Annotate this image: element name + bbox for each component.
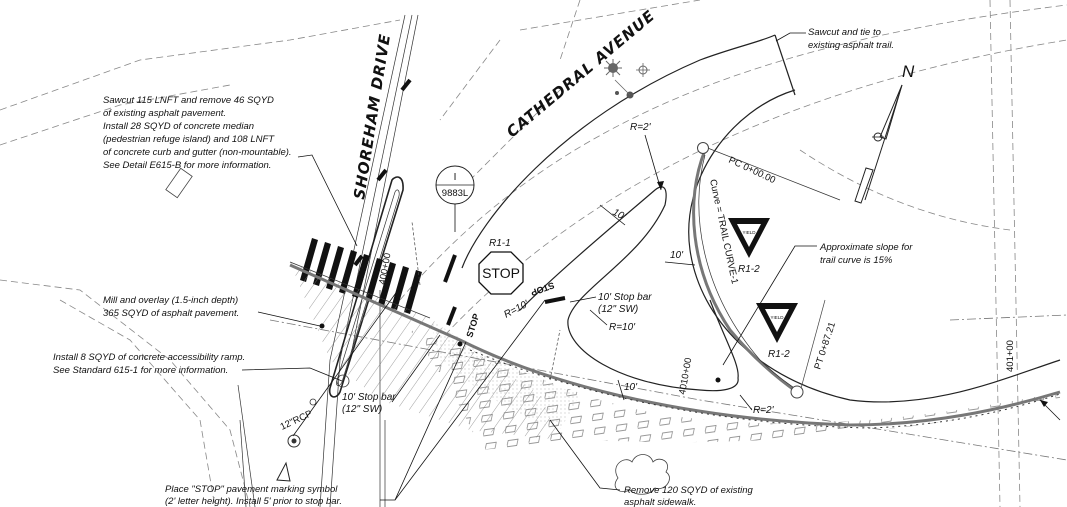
pt-station: PT 0+87.21 (812, 321, 838, 371)
triangle-marker (276, 461, 291, 482)
svg-text:asphalt sidewalk.: asphalt sidewalk. (624, 497, 696, 507)
north-arrow: N (854, 62, 915, 204)
svg-text:trail curve is 15%: trail curve is 15% (820, 255, 893, 266)
stop-bar-right-1: 10' Stop bar (598, 292, 652, 303)
ped-sign-top: I (454, 172, 457, 183)
curve-label: Curve = TRAIL CURVE-1 (707, 178, 740, 285)
arrow-head-right (1040, 400, 1048, 407)
median-nose-markers (309, 323, 721, 406)
note-mill-overlay: Mill and overlay (1.5-inch depth) 365 SQ… (103, 295, 321, 327)
svg-text:(pedestrian refuge island) and: (pedestrian refuge island) and 108 LNFT (103, 134, 275, 145)
r2-top-label: R=2' (630, 122, 652, 133)
cathedral-avenue-label: CATHEDRAL AVENUE (503, 6, 659, 141)
svg-text:Remove 120 SQYD of existing: Remove 120 SQYD of existing (624, 485, 754, 496)
note-sawcut-median: Sawcut 115 LNFT and remove 46 SQYD of ex… (103, 95, 358, 247)
stop-marking-right: STOP (529, 280, 555, 298)
svg-text:Sawcut and tie to: Sawcut and tie to (808, 27, 881, 38)
svg-text:Place "STOP" pavement marking: Place "STOP" pavement marking symbol (165, 484, 338, 495)
stop-bar-left-1: 10' Stop bar (342, 392, 396, 403)
r1-2-code-a: R1-2 (738, 264, 760, 275)
svg-text:(2' letter height). Install 5': (2' letter height). Install 5' prior to … (165, 496, 342, 507)
r10-label-b: R=10' (502, 298, 531, 320)
svg-text:Sawcut 115 LNFT and remove 46: Sawcut 115 LNFT and remove 46 SQYD (103, 95, 274, 106)
svg-text:Install 28 SQYD of concrete me: Install 28 SQYD of concrete median (103, 121, 254, 132)
stop-bar-left-2: (12" SW) (342, 404, 382, 415)
r10-label-a: R=10' (609, 322, 636, 333)
r1-2-code-b: R1-2 (768, 349, 790, 360)
fence-line (469, 349, 1061, 429)
svg-text:Approximate slope for: Approximate slope for (819, 242, 913, 253)
station-401: 401+00 (1005, 340, 1016, 372)
width-10-label-c: 10' (624, 382, 638, 393)
stop-sign-text: STOP (482, 265, 520, 281)
r1-1-code: R1-1 (489, 238, 511, 249)
r2-bottom-label: R=2' (753, 405, 775, 416)
svg-text:Mill and overlay (1.5-inch dep: Mill and overlay (1.5-inch depth) (103, 295, 238, 306)
pc-station: PC 0+00.00 (727, 155, 777, 186)
svg-text:of concrete curb and gutter (n: of concrete curb and gutter (non-mountab… (103, 147, 292, 158)
station-400: 400+00 (377, 252, 393, 285)
station-lines (411, 144, 841, 393)
rcp-label: 12"RCP (279, 408, 314, 432)
stop-marking-left: STOP (464, 312, 481, 338)
ped-sign-callout: I 9883L (435, 165, 475, 232)
pc-marker (697, 142, 709, 154)
yield-text-a: YIELD (742, 230, 756, 235)
svg-text:of existing asphalt pavement.: of existing asphalt pavement. (103, 108, 226, 119)
stop-bar-right-2: (12" SW) (598, 304, 638, 315)
note-stop-symbol: Place "STOP" pavement marking symbol (2'… (165, 299, 546, 507)
ped-sign-number: 9883L (442, 188, 468, 199)
svg-text:365 SQYD of asphalt pavement.: 365 SQYD of asphalt pavement. (103, 308, 239, 319)
sidewalk-removal-area (410, 330, 1060, 450)
svg-text:existing asphalt trail.: existing asphalt trail. (808, 40, 894, 51)
stop-sign-r1-1: R1-1 STOP (478, 238, 524, 295)
crosswalk-markings (289, 238, 431, 319)
svg-text:Install 8 SQYD of concrete acc: Install 8 SQYD of concrete accessibility… (53, 352, 245, 363)
note-sawcut-tie: Sawcut and tie to existing asphalt trail… (775, 27, 894, 51)
lane-dash-marks (353, 78, 566, 326)
stop-bar-labels: 10' Stop bar (12" SW) 10' Stop bar (12" … (342, 292, 652, 415)
yield-text-b: YIELD (770, 315, 784, 320)
trail-edge-line (289, 263, 1061, 427)
light-symbols (604, 59, 650, 99)
note-ramp: Install 8 SQYD of concrete accessibility… (53, 289, 399, 437)
note-remove-sidewalk: Remove 120 SQYD of existing asphalt side… (549, 419, 754, 507)
shrub-symbol (614, 454, 670, 495)
catch-basin-marker (287, 434, 301, 448)
width-10-label-b: 10' (670, 250, 684, 261)
yield-sign-b: YIELD R1-2 (756, 303, 798, 360)
north-label: N (902, 62, 915, 81)
stipple-area (430, 320, 580, 430)
note-slope: Approximate slope for trail curve is 15% (722, 242, 913, 366)
building-outline (165, 167, 193, 199)
proposed-trail (461, 34, 1061, 403)
svg-text:See Standard 615-1 for more in: See Standard 615-1 for more information. (53, 365, 228, 376)
svg-text:See Detail E615-B for more inf: See Detail E615-B for more information. (103, 160, 271, 171)
shoreham-drive-label: SHOREHAM DRIVE (350, 32, 394, 200)
yield-sign-a: YIELD R1-2 (728, 218, 770, 275)
pt-marker (790, 385, 804, 399)
